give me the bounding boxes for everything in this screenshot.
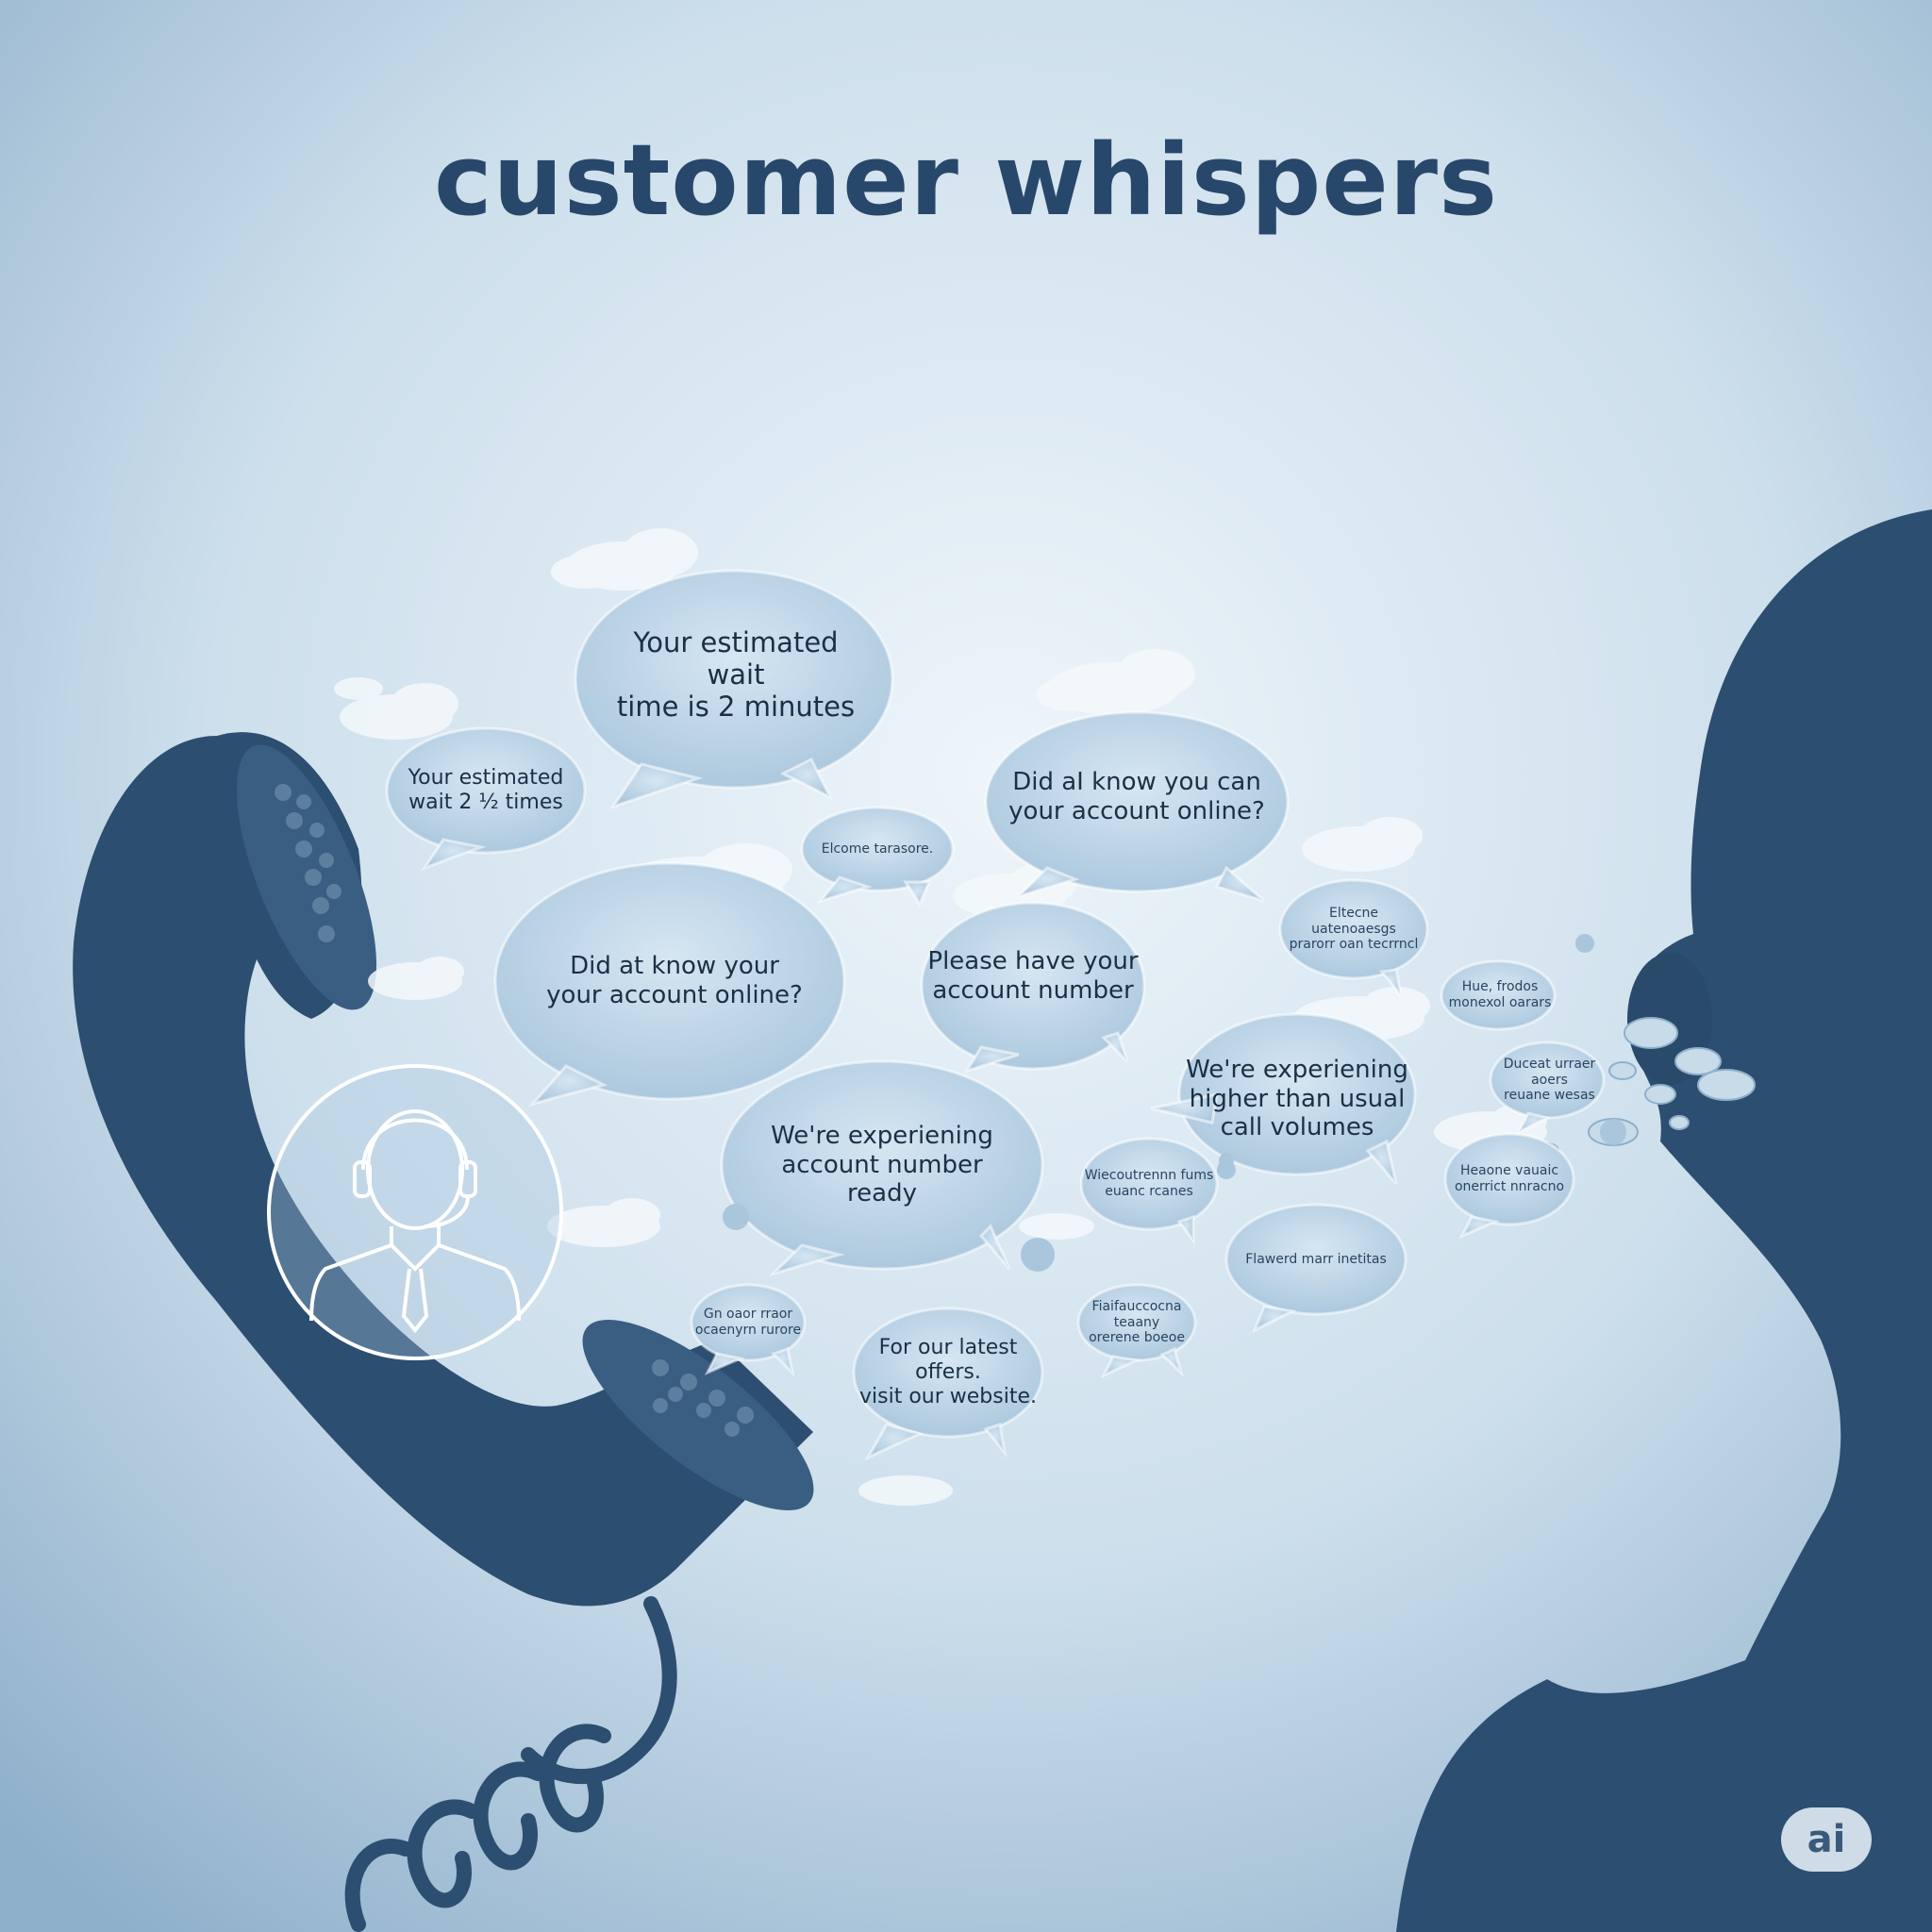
bubble-shape-17 xyxy=(852,1307,1044,1461)
bubble-shape-13 xyxy=(1443,1132,1575,1239)
bubble-shape-10 xyxy=(1440,959,1557,1031)
bubble-small-2: Hue, frodos monexol oarars xyxy=(1448,979,1552,1010)
bubble-shape-2 xyxy=(385,726,587,871)
bubble-shape-14 xyxy=(1224,1203,1407,1334)
bubble-shape-12 xyxy=(1079,1137,1219,1245)
phone-cord xyxy=(344,1596,677,1932)
bubble-small-8: Fiaifauccocna teaany orerene boeoe xyxy=(1089,1299,1185,1346)
bubble-shape-16 xyxy=(1076,1283,1197,1379)
bubble-shape-3 xyxy=(800,806,955,908)
bubble-shape-1 xyxy=(574,569,894,809)
bubble-shape-11 xyxy=(1489,1041,1606,1136)
bubble-small-6: Flawerd marr inetitas xyxy=(1245,1251,1387,1267)
bubble-shape-8 xyxy=(720,1059,1044,1277)
bubble-know-online-right: Did aI know you can your account online? xyxy=(1008,768,1265,825)
bubble-welcome: Elcome tarasore. xyxy=(821,841,934,857)
bubble-shape-7 xyxy=(1278,878,1429,996)
bubble-shape-15 xyxy=(690,1283,807,1377)
bubble-call-volumes: We're experiening higher than usual call… xyxy=(1186,1055,1408,1142)
bubble-latest-offers: For our latest offers. visit our website… xyxy=(859,1336,1037,1408)
bubble-small-5: Heaone vauaic onerrict nnracno xyxy=(1454,1163,1565,1194)
ai-badge: ai xyxy=(1781,1807,1872,1872)
bubble-shape-6 xyxy=(920,901,1146,1074)
bubble-small-3: Duceat urraer aoers reuane wesas xyxy=(1503,1057,1596,1104)
clouds xyxy=(334,528,1547,1506)
bubble-small-4: Wiecoutrennn fums euanc rcanes xyxy=(1084,1168,1214,1199)
page-title: customer whispers xyxy=(434,123,1498,238)
bubble-wait-small: Your estimated wait 2 ½ times xyxy=(408,765,564,814)
bubble-account-number: Please have your account number xyxy=(927,947,1139,1005)
bubble-wait-time: Your estimated wait time is 2 minutes xyxy=(616,625,856,724)
telephone-handset-icon xyxy=(73,732,814,1607)
speech-bubble-shapes xyxy=(385,569,1626,1461)
bubble-experiening-ready: We're experiening account number ready xyxy=(771,1121,993,1208)
support-agent-icon xyxy=(267,1064,563,1360)
bubble-shape-9 xyxy=(1150,1012,1417,1185)
bubble-small-7: Gn oaor rraor ocaenyrn rurore xyxy=(694,1307,802,1338)
bubble-shape-4 xyxy=(984,710,1290,903)
bubble-shape-5 xyxy=(493,861,846,1107)
bubble-know-online-left: Did at know your your account online? xyxy=(546,952,803,1009)
bubble-small-1: Eltecne uatenoaesgs prarorr oan tecrrncl xyxy=(1289,906,1419,953)
